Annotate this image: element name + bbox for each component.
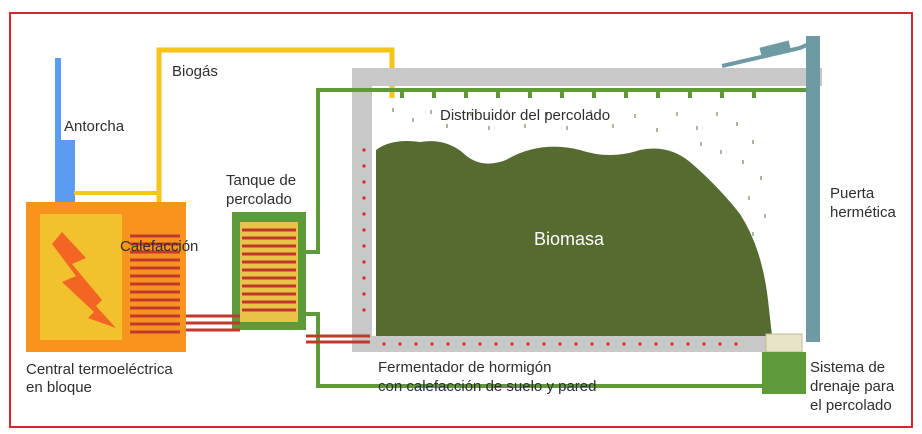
floor-heating-dots xyxy=(382,342,738,346)
label-sistema-line2: drenaje para xyxy=(810,378,895,395)
torch-base xyxy=(55,140,75,204)
label-tanque-line1: Tanque de xyxy=(226,172,296,189)
wall-heating-dots xyxy=(362,148,366,312)
label-fermentador-line2: con calefacción de suelo y pared xyxy=(378,378,596,395)
label-distribuidor: Distribuidor del percolado xyxy=(440,107,610,124)
label-tanque-line2: percolado xyxy=(226,191,292,208)
label-puerta-line2: hermética xyxy=(830,204,897,221)
biomass-pile xyxy=(376,141,772,336)
percolate-tank-coil xyxy=(242,228,296,312)
label-fermentador-line1: Fermentador de hormigón xyxy=(378,359,551,376)
torch xyxy=(55,58,75,204)
drainage-grate xyxy=(765,333,803,353)
door-panel xyxy=(806,36,820,342)
chp-unit xyxy=(26,202,186,352)
door-hydraulic xyxy=(759,40,791,56)
fermenter-roof xyxy=(352,68,822,86)
chp-heating-coil xyxy=(130,234,180,334)
heating-pipes xyxy=(186,314,370,344)
percolate-tank xyxy=(232,212,306,330)
label-sistema-line1: Sistema de xyxy=(810,359,885,376)
label-biomasa: Biomasa xyxy=(534,229,605,249)
door-hinge-arm xyxy=(721,38,819,68)
torch-pipe xyxy=(55,58,61,203)
label-biogas: Biogás xyxy=(172,63,218,80)
heat-lightning-icon xyxy=(52,232,116,328)
label-antorcha: Antorcha xyxy=(64,118,125,135)
fermenter-left-wall xyxy=(352,68,372,352)
label-calefaccion: Calefacción xyxy=(120,238,198,255)
percolate-return-pipe xyxy=(306,312,762,388)
airtight-door xyxy=(721,36,820,342)
fermenter-floor xyxy=(352,336,772,352)
drainage-system xyxy=(762,333,806,394)
label-central-line2: en bloque xyxy=(26,379,92,396)
spray-nozzles xyxy=(400,90,756,98)
label-central-line1: Central termoeléctrica xyxy=(26,361,173,378)
label-puerta-line1: Puerta xyxy=(830,185,875,202)
drainage-tank xyxy=(762,352,806,394)
label-sistema-line3: el percolado xyxy=(810,397,892,414)
